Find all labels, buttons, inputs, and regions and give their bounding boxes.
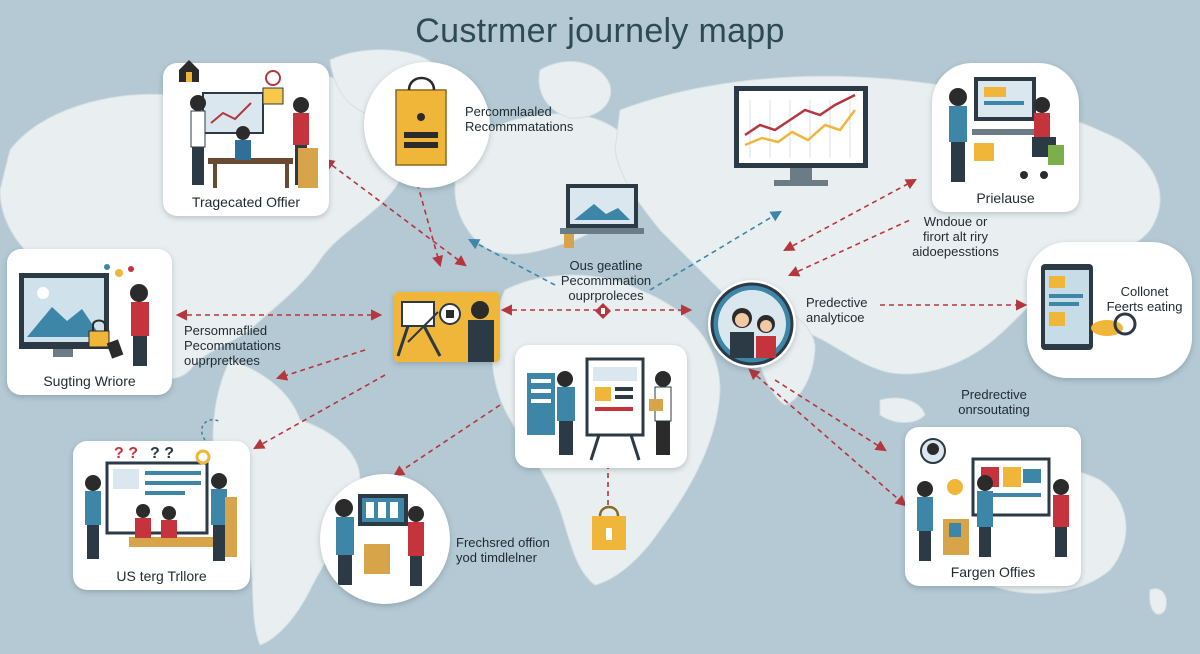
label-collones: Collonet Feerts eating <box>1106 284 1183 314</box>
lock-icon <box>88 319 110 348</box>
office-scene-illustration <box>190 70 318 188</box>
line-chart-icon <box>744 93 856 137</box>
board-illustration <box>527 357 672 461</box>
caption-targeted-offer: Tragecated Offier <box>191 194 301 210</box>
target-icon <box>595 303 611 319</box>
label-center-laptop: Ous geatline Pecommmation ouprproleces <box>560 258 652 303</box>
label-predictive-forecasting: Predrective onrsoutating <box>958 387 1030 417</box>
card-center-presentation[interactable] <box>394 292 500 362</box>
card-surging[interactable]: Sugting Wriore <box>7 249 172 395</box>
card-board-scene[interactable] <box>515 345 687 468</box>
office-team-illustration <box>917 438 1069 561</box>
kiosk-illustration <box>335 494 424 586</box>
circle-predictive-analytics[interactable] <box>708 280 796 368</box>
label-freshest-offer: Frechsred offion yod timdlelner <box>456 535 550 565</box>
caption-prielause: Prielause <box>976 190 1035 206</box>
caption-fargen: Fargen Offies <box>950 564 1036 580</box>
card-collones[interactable]: Collonet Feerts eating <box>1027 242 1192 378</box>
presentation-illustration <box>394 292 500 362</box>
svg-text:? ?: ? ? <box>114 445 138 462</box>
card-fargen[interactable]: Fargen Offies <box>905 427 1081 586</box>
label-predictive-analytics: Predective analyticoe <box>806 295 868 325</box>
laptop-icon <box>560 184 644 248</box>
card-prielause[interactable]: Prielause <box>932 63 1079 212</box>
circle-freshest-offer[interactable] <box>320 474 450 604</box>
card-us-target[interactable]: US terg Trllore <box>73 441 250 590</box>
tablet-illustration <box>1041 264 1137 350</box>
couple-portrait-illustration <box>710 282 794 366</box>
monitor-icon <box>734 86 868 186</box>
computer-scene-illustration <box>19 264 149 366</box>
shopping-bag-icon <box>395 76 447 166</box>
caption-us-target: US terg Trllore <box>116 568 207 584</box>
label-window: Wndoue or firort alt riry aidoepesstions <box>912 214 999 259</box>
team-meeting-illustration <box>85 449 237 561</box>
circle-shopping-bag[interactable] <box>364 62 490 188</box>
shopping-bag-icon-small <box>592 505 626 550</box>
label-personalized-top: Percomnlaaled Recommmatations <box>465 104 574 134</box>
label-personalized-left: Persomnaflied Pecommutations ouprpretkee… <box>184 323 281 368</box>
house-icon <box>179 60 199 82</box>
caption-surging: Sugting Wriore <box>43 373 136 389</box>
card-targeted-offer[interactable]: Tragecated Offier <box>163 63 329 216</box>
page-title: Custrmer journely mapp <box>415 12 785 50</box>
svg-text:? ?: ? ? <box>150 445 174 462</box>
question-mark-icon: ? ? ? ? <box>114 445 174 462</box>
workstation-illustration <box>949 77 1064 182</box>
